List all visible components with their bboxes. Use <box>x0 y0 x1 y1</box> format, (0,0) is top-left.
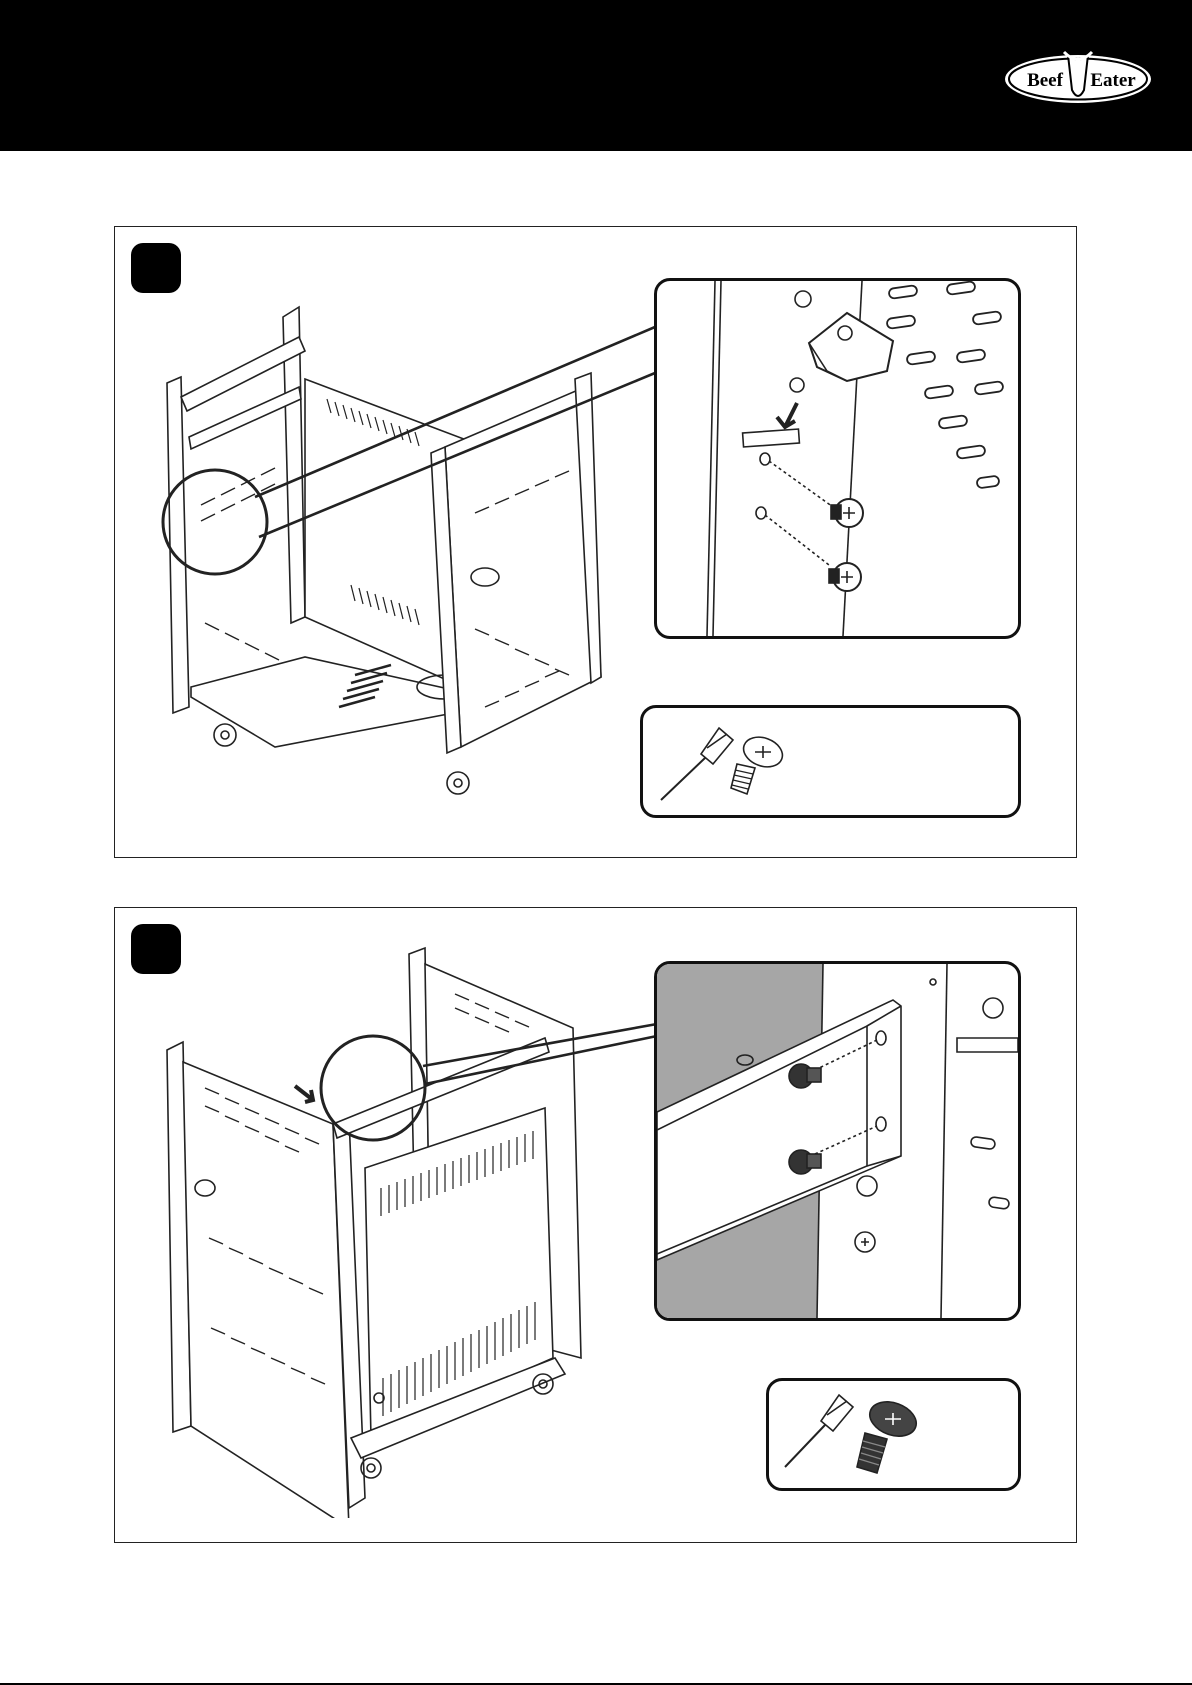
page-header: Beef Eater <box>0 0 1192 151</box>
screwdriver-icon <box>661 728 733 800</box>
tools-callout <box>766 1378 1021 1491</box>
cart-frame-front-illustration <box>155 287 675 807</box>
beefeater-logo: Beef Eater <box>1002 50 1154 108</box>
step-number-badge <box>131 243 181 293</box>
cart-frame-rear-illustration <box>155 938 675 1518</box>
screw-icon <box>731 732 787 794</box>
step-panel-1 <box>114 226 1077 858</box>
tools-callout <box>640 705 1021 818</box>
detail-callout-hook-bracket <box>654 278 1021 639</box>
screwdriver-icon <box>785 1395 853 1467</box>
step-panel-2 <box>114 907 1077 1543</box>
svg-text:Beef: Beef <box>1027 70 1064 91</box>
detail-callout-rail-bracket <box>654 961 1021 1321</box>
screw-icon <box>857 1396 921 1473</box>
svg-text:Eater: Eater <box>1090 70 1136 91</box>
